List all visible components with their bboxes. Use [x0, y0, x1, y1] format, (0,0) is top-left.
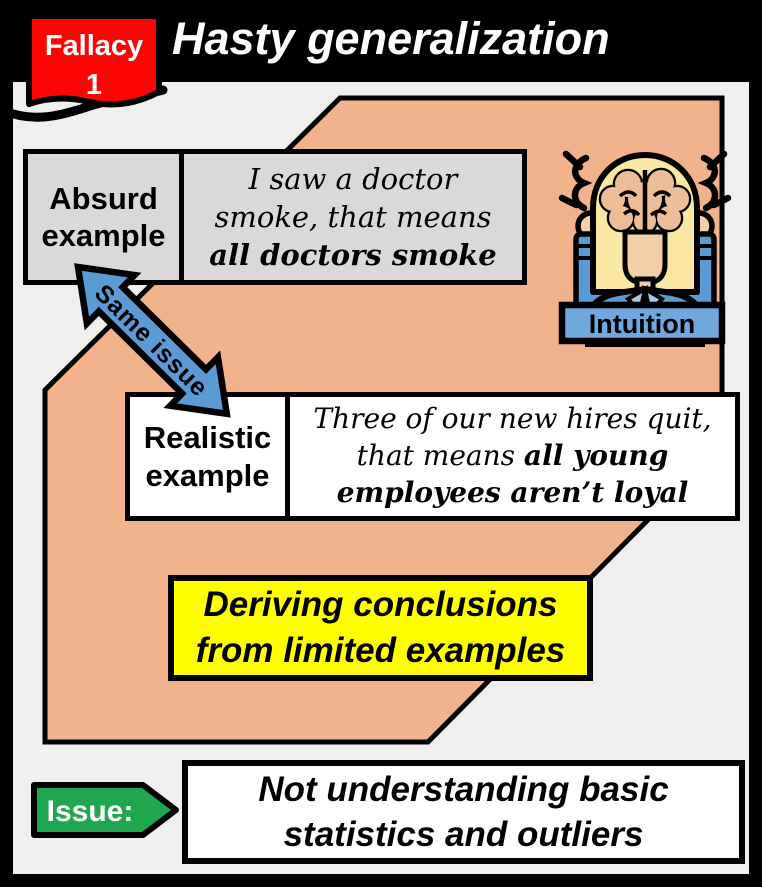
realistic-label-line1: Realistic [143, 420, 272, 456]
page-title: Hasty generalization [172, 13, 610, 64]
badge-label: Fallacy [45, 30, 143, 62]
badge-number: 1 [86, 69, 102, 101]
conclusion-line1: Deriving conclusions [203, 584, 558, 624]
conclusion-line2: from limited examples [195, 631, 566, 670]
absurd-example-label: Absurd example [23, 149, 184, 285]
absurd-example-quote: I saw a doctor smoke, that means all doc… [179, 149, 527, 285]
brain-icon [598, 167, 692, 235]
fallacy-badge-icon: Fallacy 1 [0, 13, 168, 122]
absurd-label-line2: example [41, 218, 166, 253]
realistic-label-line2: example [145, 457, 270, 493]
stress-lines-icon [558, 150, 732, 212]
absurd-quote-line3: all doctors smoke [209, 238, 497, 273]
realistic-quote-line2: that means all young [356, 439, 669, 473]
ribbon-shape [26, 13, 162, 108]
issue-description-box: Not understanding basic statistics and o… [182, 760, 745, 864]
realistic-quote-line3: employees aren’t loyal [336, 475, 689, 509]
intuition-label: Intuition [589, 309, 695, 339]
absurd-quote-line2: smoke, that means [214, 199, 492, 234]
issue-line1: Not understanding basic [258, 769, 669, 809]
absurd-quote-line1: I saw a doctor [248, 161, 458, 196]
issue-tag-label: Issue: [47, 795, 134, 828]
intuition-person-brain-icon: Intuition [558, 150, 732, 347]
same-issue-arrow-icon: Same issue [74, 263, 231, 418]
issue-line2: statistics and outliers [283, 815, 644, 854]
intuition-label-box [558, 301, 726, 345]
issue-tag-shape [31, 782, 179, 838]
realistic-example-quote: Three of our new hires quit, that means … [285, 392, 740, 521]
conclusion-highlight-box: Deriving conclusions from limited exampl… [168, 575, 593, 681]
realistic-quote-line1: Three of our new hires quit, [313, 402, 712, 436]
issue-tag-icon: Issue: [31, 782, 179, 838]
face-icon [622, 229, 668, 286]
double-arrow-shape [74, 263, 231, 418]
absurd-label-line1: Absurd [49, 180, 158, 216]
same-issue-label: Same issue [89, 279, 214, 403]
